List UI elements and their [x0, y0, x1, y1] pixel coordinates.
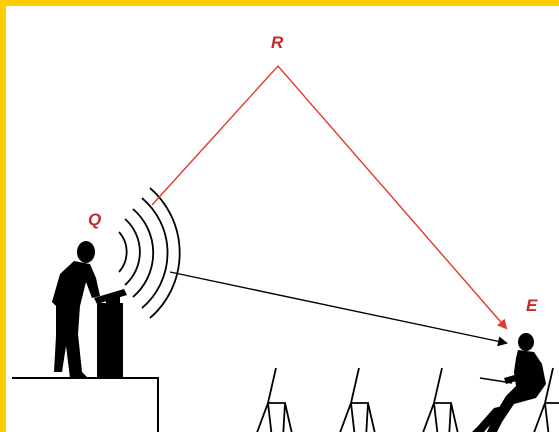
label-r: R	[271, 33, 284, 52]
label-e: E	[526, 296, 538, 315]
reflected-sound-path	[152, 66, 506, 328]
lectern-icon	[94, 289, 127, 377]
stage-platform	[12, 378, 158, 432]
sound-path-diagram: Q R E	[6, 6, 559, 432]
chair-icon	[338, 368, 376, 432]
label-q: Q	[88, 210, 101, 229]
sound-waves-icon	[119, 188, 180, 318]
chair-icon	[421, 368, 459, 432]
chair-icon	[255, 368, 293, 432]
direct-sound-path	[170, 272, 506, 343]
person-bowing-icon	[52, 241, 100, 378]
